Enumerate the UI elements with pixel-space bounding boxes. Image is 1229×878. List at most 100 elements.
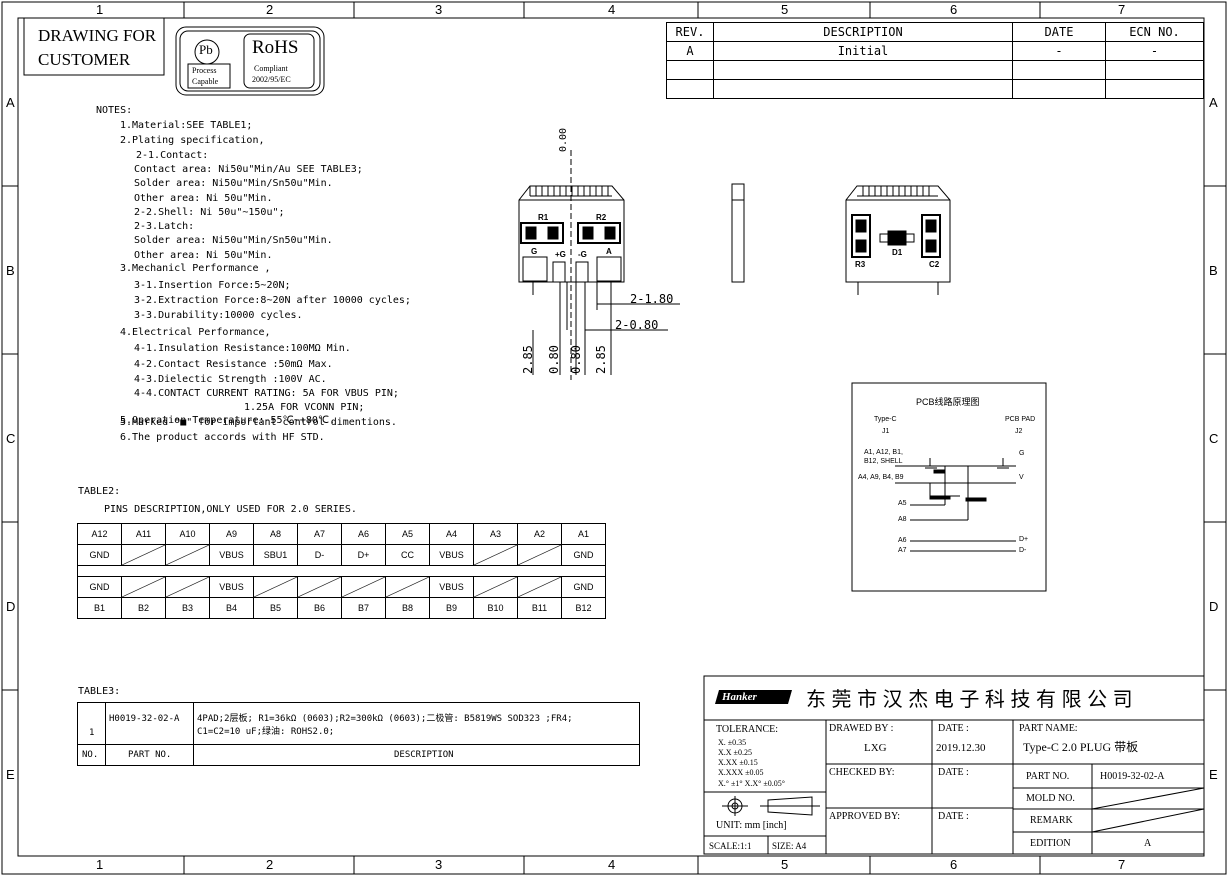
- note-line: 3-1.Insertion Force:5~20N;: [134, 280, 291, 291]
- description-cell: [713, 60, 1013, 80]
- row-label-left: A: [6, 95, 15, 110]
- date-cell: -: [1012, 41, 1106, 61]
- pin-function-cell: D+: [341, 544, 386, 566]
- company-name: 东 莞 市 汉 杰 电 子 科 技 有 限 公 司: [806, 689, 1133, 711]
- approved-by-label: APPROVED BY:: [829, 811, 901, 822]
- note-line: 3-2.Extraction Force:8~20N after 10000 c…: [134, 295, 411, 306]
- scale-label: SCALE:1:1: [709, 841, 752, 851]
- col-label-top: 3: [435, 2, 443, 17]
- col-label-bottom: 4: [608, 857, 616, 872]
- schematic-pin: A4, A9, B4, B9: [858, 474, 904, 481]
- tolerance-line: X.X ±0.25: [718, 748, 752, 757]
- component-label: C2: [929, 260, 940, 269]
- drawing-for-line2: CUSTOMER: [38, 50, 131, 69]
- row-label-left: E: [6, 767, 15, 782]
- pin-cell: A12: [77, 523, 122, 545]
- pin-function-cell: [473, 576, 518, 598]
- checked-by-label: CHECKED BY:: [829, 767, 895, 778]
- parts-header-no: NO.: [82, 750, 99, 760]
- col-label-top: 6: [950, 2, 958, 17]
- schematic-pin: B12, SHELL: [864, 458, 903, 465]
- dim-label: 0.80: [569, 345, 583, 374]
- pad-label: +G: [555, 250, 566, 259]
- ecn-header: ECN NO.: [1105, 22, 1204, 42]
- parts-table: [77, 702, 640, 766]
- component-label: R2: [596, 213, 607, 222]
- pin-cell: B10: [473, 597, 518, 619]
- row-label-left: C: [6, 431, 16, 446]
- note-line: 3-3.Durability:10000 cycles.: [134, 310, 303, 321]
- pin-cell: B9: [429, 597, 474, 619]
- notes-title: NOTES:: [96, 105, 133, 116]
- parts-row-description-2: C1=C2=10 uF;绿油: ROHS2.0;: [197, 727, 335, 737]
- tolerance-line: X.° ±1° X.X° ±0.05°: [718, 779, 785, 788]
- part-name-label: PART NAME:: [1019, 723, 1078, 734]
- ecn-cell: [1105, 79, 1204, 99]
- size-label: SIZE: A4: [772, 841, 807, 851]
- schematic-pin: A6: [898, 537, 907, 544]
- note-line: 1.Material:SEE TABLE1;: [120, 120, 253, 131]
- pin-function-cell: VBUS: [209, 544, 254, 566]
- note-line: Contact area: Ni50u"Min/Au SEE TABLE3;: [134, 164, 363, 175]
- schematic-pin: D-: [1019, 547, 1027, 554]
- schematic-pin: A5: [898, 500, 907, 507]
- edition-value: A: [1144, 838, 1152, 849]
- drawn-by-value: LXG: [864, 742, 887, 754]
- col-label-top: 2: [266, 2, 274, 17]
- col-label-top: 5: [781, 2, 789, 17]
- schematic-pin: D+: [1019, 536, 1029, 543]
- row-label-left: B: [6, 263, 15, 278]
- col-label-bottom: 6: [950, 857, 958, 872]
- checked-date-label: DATE :: [938, 767, 969, 778]
- pin-function-cell: VBUS: [209, 576, 254, 598]
- table2-subtitle: PINS DESCRIPTION,ONLY USED FOR 2.0 SERIE…: [104, 504, 357, 515]
- pin-function-cell: D-: [297, 544, 342, 566]
- date-header: DATE: [1012, 22, 1106, 42]
- pin-cell: A4: [429, 523, 474, 545]
- parts-row-part-no: H0019-32-02-A: [109, 714, 180, 724]
- mold-no-label: MOLD NO.: [1026, 793, 1075, 804]
- pin-function-cell: SBU1: [253, 544, 298, 566]
- pin-cell: B6: [297, 597, 342, 619]
- note-line: 2-3.Latch:: [134, 221, 195, 232]
- description-cell: [713, 79, 1013, 99]
- pin-cell: A3: [473, 523, 518, 545]
- schematic-pin: A1, A12, B1,: [864, 449, 903, 456]
- pin-cell: A10: [165, 523, 210, 545]
- schematic-pin: V: [1019, 474, 1024, 481]
- pin-cell: A1: [561, 523, 606, 545]
- pin-cell: B1: [77, 597, 122, 619]
- pin-function-cell: GND: [77, 576, 122, 598]
- pin-cell: B5: [253, 597, 298, 619]
- note-line: 1.25A FOR VCONN PIN;: [244, 402, 365, 413]
- pb-symbol: Pb: [199, 42, 213, 57]
- pin-function-cell: [121, 544, 166, 566]
- pin-function-cell: [385, 576, 430, 598]
- pad-label: -G: [578, 250, 587, 259]
- pin-cell: A11: [121, 523, 166, 545]
- row-label-right: B: [1209, 263, 1218, 278]
- pin-cell: A6: [341, 523, 386, 545]
- row-label-right: E: [1209, 767, 1218, 782]
- part-name-value: Type-C 2.0 PLUG 带板: [1023, 740, 1139, 754]
- note-line: 6.The product accords with HF STD.: [120, 432, 325, 443]
- pin-cell: B8: [385, 597, 430, 619]
- note-line: Other area: Ni 50u"Min.: [134, 250, 273, 261]
- ecn-cell: [1105, 60, 1204, 80]
- tolerance-line: X.XX ±0.15: [718, 758, 758, 767]
- description-cell: Initial: [713, 41, 1013, 61]
- schematic-title: PCB线路原理图: [916, 397, 980, 407]
- pin-cell: A5: [385, 523, 430, 545]
- note-line: 2-2.Shell: Ni 50u"~150u";: [134, 207, 285, 218]
- note-line: 4-1.Insulation Resistance:100MΩ Min.: [134, 343, 351, 354]
- part-no-label: PART NO.: [1026, 771, 1070, 782]
- remark-label: REMARK: [1030, 815, 1073, 826]
- rev-header: REV.: [666, 22, 714, 42]
- pad-label: A: [606, 247, 612, 256]
- note-line: Solder area: Ni50u"Min/Sn50u"Min.: [134, 178, 333, 189]
- pin-cell: B3: [165, 597, 210, 619]
- pin-function-cell: [165, 544, 210, 566]
- pin-cell: A9: [209, 523, 254, 545]
- note-line: 4.Electrical Performance,: [120, 327, 271, 338]
